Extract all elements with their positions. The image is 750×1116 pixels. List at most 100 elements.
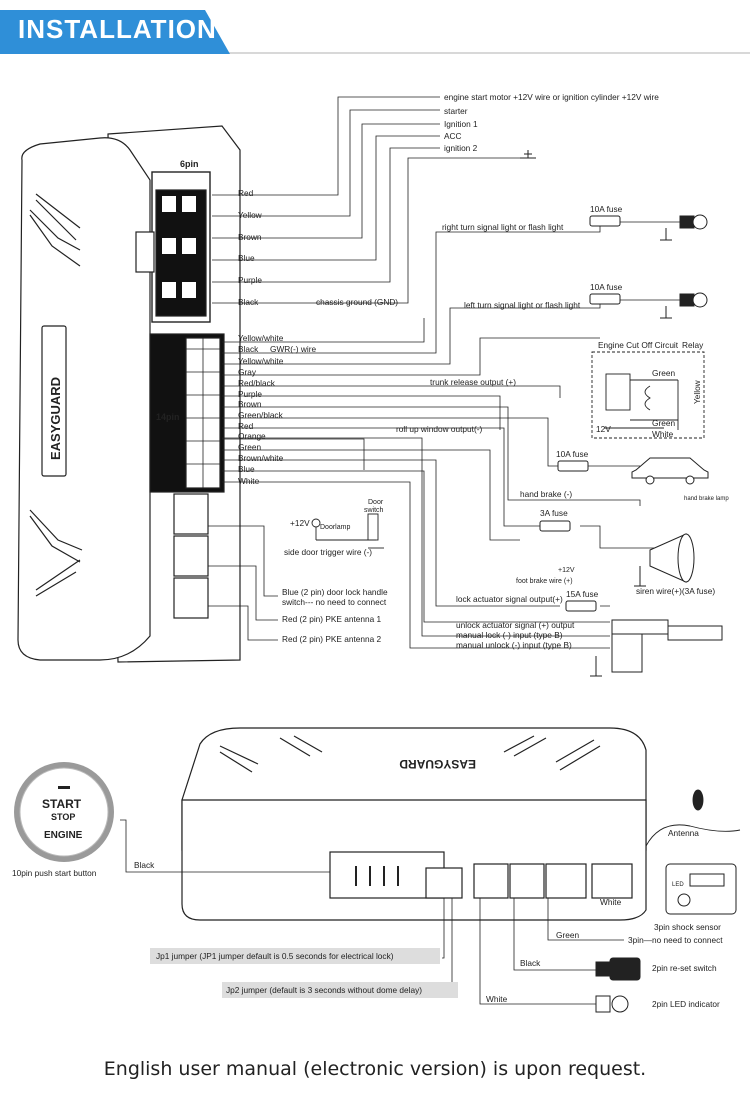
wire-label: Red [238, 188, 254, 198]
wires-14pin-labels: Yellow/white Black GWR(-) wire Yellow/wh… [238, 333, 316, 486]
roll-up-label: roll up window output(-) [396, 424, 482, 434]
header-banner: INSTALLATION [0, 0, 750, 62]
ignition-labels: engine start motor +12V wire or ignition… [444, 92, 659, 153]
fuse-icon [589, 293, 621, 305]
lamp-icons [660, 214, 708, 319]
white-tag: White [600, 897, 622, 907]
pin-lines-14 [186, 338, 220, 488]
plus12-foot-label: +12V [558, 567, 575, 574]
wire-label: Green/black [238, 410, 284, 420]
bottom-brand-label: EASYGUARD [399, 757, 476, 771]
left-turn-label: left turn signal light or flash light [464, 300, 581, 310]
reset-label: 2pin re-set switch [652, 963, 717, 973]
fuse-icon [557, 460, 589, 472]
relay-yellow: Yellow [692, 379, 702, 404]
foot-brake-label: foot brake wire (+) [516, 578, 573, 585]
door-lamp-label: Doorlamp [320, 524, 350, 531]
wire-label: Gray [238, 367, 257, 377]
jp1-box [150, 948, 440, 964]
wire-label: Red [238, 421, 254, 431]
wire-label: Brown/white [238, 453, 284, 463]
fuse-label: 10A fuse [590, 282, 623, 292]
ignition-label: Ignition 1 [444, 119, 478, 129]
pke1-label: Red (2 pin) PKE antenna 1 [282, 614, 382, 624]
trunk-label: trunk release output (+) [430, 377, 516, 387]
chassis-ground-label: chassis ground (GND) [316, 297, 398, 307]
bottom-pins [355, 866, 399, 886]
ignition-label: starter [444, 106, 468, 116]
wire-label: Yellow [238, 210, 263, 220]
manual-lock-label: manual lock (-) input (type B) [456, 630, 563, 640]
fuse-icon [589, 215, 621, 227]
wire-label: Purple [238, 389, 262, 399]
wire-label: Black [238, 344, 259, 354]
unlock-actuator-label: unlock actuator signal (+) output [456, 620, 575, 630]
siren-label: siren wire(+)(3A fuse) [636, 586, 715, 596]
shock-sensor-icon [665, 863, 737, 915]
lock-actuator-label: lock actuator signal output(+) [456, 594, 563, 604]
wire-label: Brown [238, 399, 262, 409]
ignition-label: engine start motor +12V wire or ignition… [444, 92, 659, 102]
ignition-label: ignition 2 [444, 143, 478, 153]
push-start-label: 10pin push start button [12, 868, 97, 878]
jp2-box [222, 982, 458, 998]
blue-2pin-label-1: Blue (2 pin) door lock handle [282, 587, 388, 597]
wire-label: Brown [238, 232, 262, 242]
turn-light-right-icon [679, 215, 695, 229]
door-switch-label-2: switch [364, 507, 384, 514]
shock-sensor-label: 3pin shock sensor [654, 922, 721, 932]
led-label: LED [672, 882, 684, 888]
hand-brake-lamp-label: hand brake lamp [684, 496, 729, 502]
stop-label: STOP [51, 812, 75, 822]
page-title: INSTALLATION [18, 14, 217, 44]
relay-label: Relay [682, 340, 704, 350]
wire-label: Blue [238, 253, 255, 263]
blue-2pin-label-2: switch--- no need to connect [282, 597, 387, 607]
no-need-label: 3pin—no need to connect [628, 935, 723, 945]
engine-label: ENGINE [44, 830, 83, 841]
wire-label: Yellow/white [238, 333, 284, 343]
top-brand-label: EASYGUARD [48, 377, 63, 460]
relay-green-2: Green [652, 418, 675, 428]
fuse-label: 3A fuse [540, 508, 568, 518]
plus12-label: +12V [290, 518, 310, 528]
door-switch-label-1: Door [368, 499, 384, 506]
fuse-label: 10A fuse [556, 449, 589, 459]
relay-green-1: Green [652, 368, 675, 378]
green-wire-label: Green [556, 930, 579, 940]
connector-6pin-label: 6pin [180, 159, 199, 169]
header-divider [0, 52, 750, 54]
two-pin-wires [208, 525, 278, 641]
header-bar [0, 10, 230, 54]
engine-cut-label: Engine Cut Off Circuit [598, 340, 679, 350]
fuse-icon [539, 520, 571, 532]
jp1-label: Jp1 jumper (JP1 jumper default is 0.5 se… [156, 951, 394, 961]
right-turn-label: right turn signal light or flash light [442, 222, 564, 232]
gwr-label: GWR(-) wire [270, 344, 316, 354]
side-door-label: side door trigger wire (-) [284, 547, 372, 557]
footer-note: English user manual (electronic version)… [103, 1058, 647, 1080]
ground-symbol [520, 150, 536, 159]
pin-slots [162, 196, 196, 298]
led-white-label: White [486, 994, 508, 1004]
wire-label: Yellow/white [238, 356, 284, 366]
wire-label: White [238, 476, 260, 486]
manual-unlock-label: manual unlock (-) input (type B) [456, 640, 572, 650]
antenna-label: Antenna [668, 828, 699, 838]
bottom-alarm-unit [181, 727, 647, 921]
reset-black-label: Black [520, 958, 541, 968]
wire-label: Red/black [238, 378, 276, 388]
relay-12v: 12V [596, 424, 611, 434]
connector-14pin-label: 14pin [156, 412, 180, 422]
jp2-label: Jp2 jumper (default is 3 seconds without… [226, 985, 422, 995]
relay-circuit [591, 351, 705, 439]
door-lamp-icon [311, 513, 384, 549]
antenna-icon [645, 789, 741, 847]
fuse-icon [565, 600, 597, 612]
start-label: START [42, 797, 82, 811]
ignition-label: ACC [444, 131, 462, 141]
wire-label: Green [238, 442, 261, 452]
push-start-black-label: Black [134, 860, 155, 870]
reset-switch-icon [595, 957, 641, 981]
